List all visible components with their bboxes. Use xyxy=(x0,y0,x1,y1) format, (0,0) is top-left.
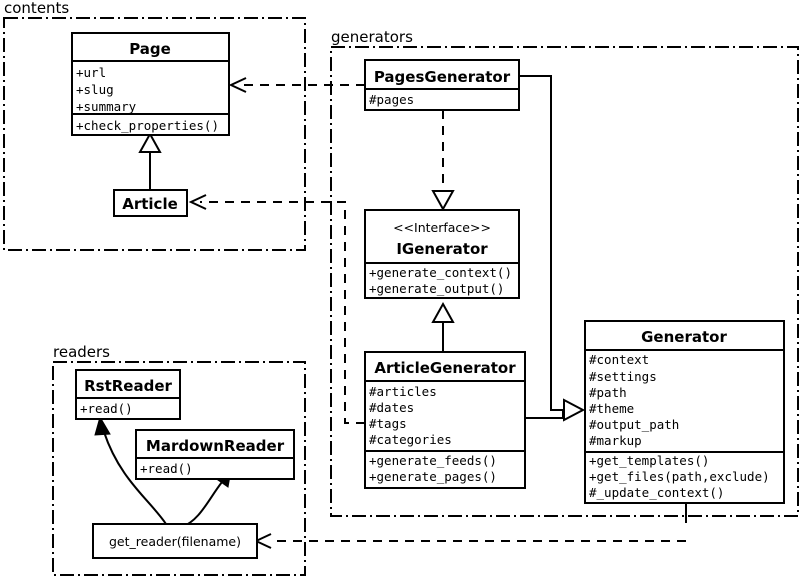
open-arrowhead xyxy=(253,533,272,549)
class-generator-frame xyxy=(584,320,785,504)
class-box-generator[interactable]: Generator #context #settings #path #them… xyxy=(584,320,785,504)
relation-line xyxy=(519,75,563,411)
class-generator-attribute: #settings xyxy=(589,369,657,384)
open-arrowhead xyxy=(228,77,247,93)
class-article-generator-method: +generate_feeds() xyxy=(369,453,497,468)
class-get-reader-title: get_reader(filename) xyxy=(109,534,241,549)
solid-arrowhead xyxy=(94,415,111,436)
relation-get-reader-returns-rstreader xyxy=(94,415,167,525)
class-igenerator-frame xyxy=(364,209,520,299)
relation-articlegenerator-extends-generator xyxy=(525,398,586,422)
class-page-attribute: +url xyxy=(76,65,106,80)
class-article-generator-title: ArticleGenerator xyxy=(374,359,516,377)
open-arrowhead xyxy=(188,194,207,210)
relation-generator-uses-get-reader xyxy=(253,503,687,549)
relation-article-inherits-page xyxy=(138,131,162,190)
class-article-generator-attribute: #dates xyxy=(369,400,414,415)
class-article-generator-attribute: #categories xyxy=(369,432,452,447)
package-readers-border xyxy=(52,361,306,576)
relation-line xyxy=(181,481,223,528)
package-readers: readers xyxy=(52,343,306,576)
class-generator-attribute: #markup xyxy=(589,433,642,448)
class-get-reader-frame xyxy=(92,523,258,559)
relation-articlegenerator-uses-article xyxy=(188,194,365,424)
class-article-generator-method: +generate_pages() xyxy=(369,469,497,484)
class-mardown-reader-title: MardownReader xyxy=(146,437,285,455)
class-generator-title: Generator xyxy=(641,328,727,346)
class-article-generator-attribute: #tags xyxy=(369,416,407,431)
class-mardown-reader-method: +read() xyxy=(140,461,193,476)
class-pages-generator-title: PagesGenerator xyxy=(374,68,511,86)
class-generator-attribute: #theme xyxy=(589,401,634,416)
package-generators-label: generators xyxy=(331,28,413,46)
class-article-generator-frame xyxy=(364,351,526,489)
relation-pagesgenerator-uses-page xyxy=(228,77,365,93)
hollow-triangle-arrowhead xyxy=(563,398,586,422)
class-igenerator-title: IGenerator xyxy=(396,240,488,258)
class-article-title: Article xyxy=(122,195,178,213)
hollow-triangle-arrowhead xyxy=(138,131,162,153)
class-box-mardown-reader[interactable]: MardownReader +read() xyxy=(135,429,295,480)
class-page-attribute: +slug xyxy=(76,82,114,97)
package-generators: generators xyxy=(330,28,799,517)
package-readers-label: readers xyxy=(53,343,110,361)
relation-line xyxy=(103,431,167,525)
package-contents-border xyxy=(3,17,306,251)
class-page-title: Page xyxy=(129,40,171,58)
class-rst-reader-frame xyxy=(75,369,181,420)
class-generator-method: +get_templates() xyxy=(589,453,709,468)
class-box-page[interactable]: Page +url +slug +summary +check_properti… xyxy=(71,32,230,136)
package-generators-border xyxy=(330,46,799,517)
class-generator-attribute: #path xyxy=(589,385,627,400)
package-contents-label: contents xyxy=(4,0,69,17)
class-generator-attribute: #context xyxy=(589,352,649,367)
class-box-article[interactable]: Article xyxy=(113,189,188,217)
relation-pagesgenerator-realizes-igenerator xyxy=(431,110,455,212)
class-page-method: +check_properties() xyxy=(76,118,219,133)
relation-line xyxy=(525,410,564,419)
class-article-generator-attribute: #articles xyxy=(369,384,437,399)
class-rst-reader-title: RstReader xyxy=(84,377,172,395)
class-generator-method: #_update_context() xyxy=(589,485,724,500)
class-box-get-reader[interactable]: get_reader(filename) xyxy=(92,523,258,559)
class-rst-reader-method: +read() xyxy=(80,401,133,416)
package-contents: contents xyxy=(3,0,306,251)
class-igenerator-method: +generate_context() xyxy=(369,265,512,280)
hollow-triangle-arrowhead xyxy=(431,301,455,323)
hollow-triangle-arrowhead xyxy=(431,190,455,212)
class-igenerator-stereotype: <<Interface>> xyxy=(393,220,491,235)
relation-pagesgenerator-extends-generator xyxy=(519,75,563,411)
class-mardown-reader-frame xyxy=(135,429,295,480)
class-box-rst-reader[interactable]: RstReader +read() xyxy=(75,369,181,420)
class-page-attribute: +summary xyxy=(76,99,137,114)
class-generator-method: +get_files(path,exclude) xyxy=(589,469,770,484)
class-article-frame xyxy=(113,189,188,217)
class-box-pages-generator[interactable]: PagesGenerator #pages xyxy=(364,59,520,111)
class-page-frame xyxy=(71,32,230,136)
class-pages-generator-attribute: #pages xyxy=(369,92,414,107)
class-igenerator-method: +generate_output() xyxy=(369,281,504,296)
class-pages-generator-frame xyxy=(364,59,520,111)
class-box-article-generator[interactable]: ArticleGenerator #articles #dates #tags … xyxy=(364,351,526,489)
class-box-igenerator[interactable]: <<Interface>> IGenerator +generate_conte… xyxy=(364,209,520,299)
relation-articlegenerator-realizes-igenerator xyxy=(431,301,455,352)
class-generator-attribute: #output_path xyxy=(589,417,679,432)
relation-line xyxy=(200,201,365,424)
